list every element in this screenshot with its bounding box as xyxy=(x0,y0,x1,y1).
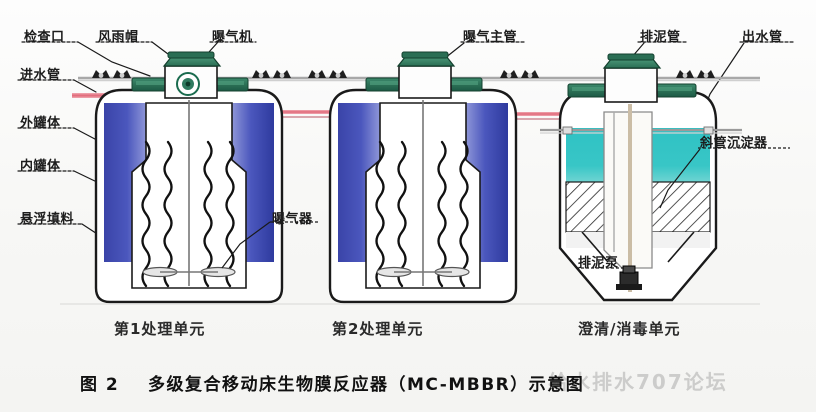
label-inclined-tube-settler: 斜管沉淀器 xyxy=(700,136,768,151)
forum-watermark: 给水排水707论坛 xyxy=(548,370,728,394)
label-influent-pipe: 进水管 xyxy=(20,68,61,83)
unit-title-3: 澄清/消毒单元 xyxy=(578,320,681,338)
tank-1-group xyxy=(94,51,318,304)
label-sludge-discharge-pipe: 排泥管 xyxy=(640,30,681,45)
label-rain-cap: 风雨帽 xyxy=(98,30,139,45)
label-inner-tank-shell: 内罐体 xyxy=(20,159,61,174)
label-blower: 曝气机 xyxy=(212,30,253,45)
unit-title-1: 第1处理单元 xyxy=(114,320,206,338)
unit-title-2: 第2处理单元 xyxy=(332,320,424,338)
label-outer-tank-shell: 外罐体 xyxy=(20,116,61,131)
label-aeration-main-pipe: 曝气主管 xyxy=(463,30,518,45)
tank-3-group xyxy=(540,53,790,302)
label-aerator: 曝气器 xyxy=(272,212,313,227)
figure-number: 图 2 xyxy=(80,375,120,395)
label-sludge-pump: 排泥泵 xyxy=(578,256,619,271)
tank-2-group xyxy=(328,51,518,304)
label-suspended-carrier: 悬浮填料 xyxy=(20,212,75,227)
figure-caption: 多级复合移动床生物膜反应器（MC-MBBR）示意图 xyxy=(148,375,585,395)
label-inspection-port: 检查口 xyxy=(24,30,65,45)
label-effluent-pipe: 出水管 xyxy=(742,30,783,45)
sludge-pump-shape xyxy=(616,265,642,290)
